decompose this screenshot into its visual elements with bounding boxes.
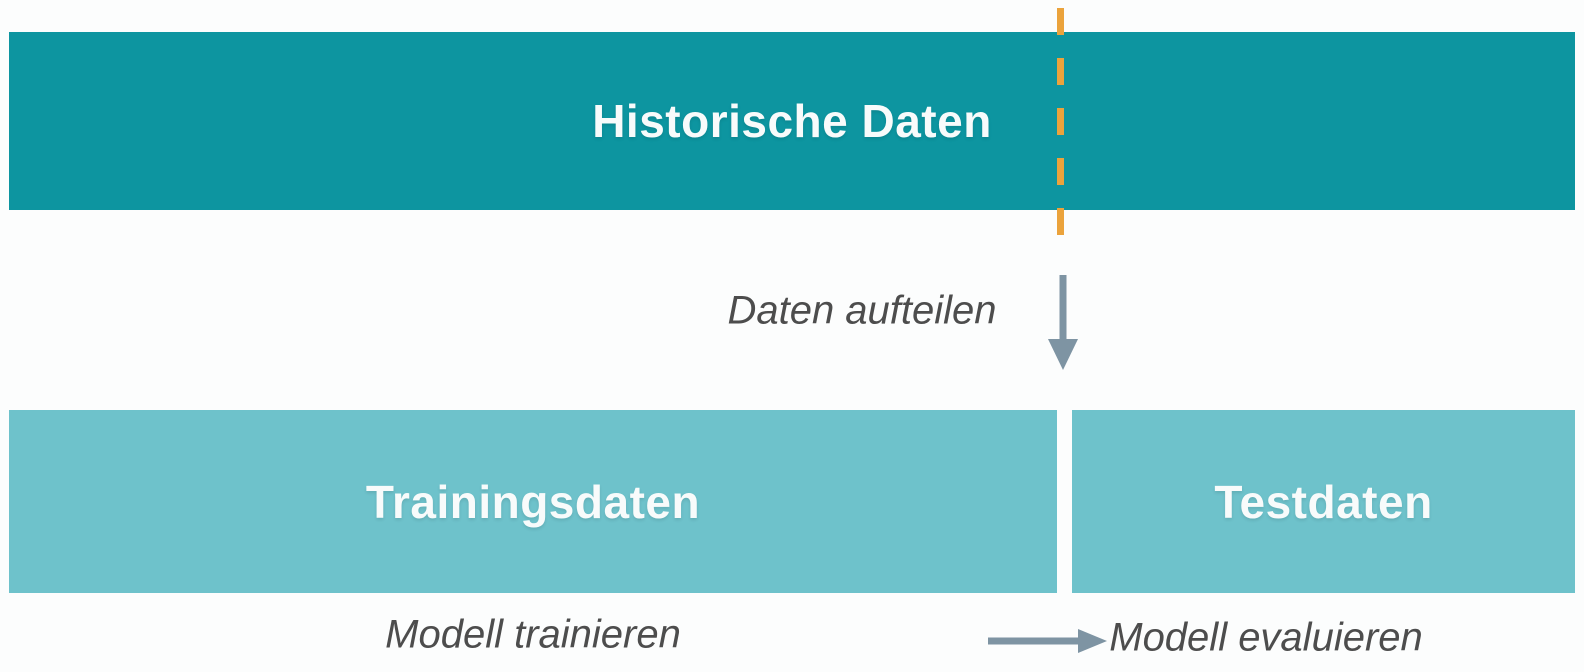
historical-data-bar: Historische Daten	[9, 32, 1575, 210]
evaluate-model-caption: Modell evaluieren	[1109, 615, 1423, 660]
test-data-label: Testdaten	[1214, 475, 1433, 528]
training-data-bar: Trainingsdaten	[9, 410, 1057, 593]
historical-data-label: Historische Daten	[592, 95, 992, 147]
training-data-label: Trainingsdaten	[365, 475, 701, 528]
test-data-bar: Testdaten	[1072, 410, 1575, 593]
arrow-down-icon	[1047, 275, 1079, 371]
split-divider-dashed-line-icon	[1057, 8, 1064, 236]
arrow-right-icon	[988, 629, 1108, 653]
train-model-caption: Modell trainieren	[385, 612, 681, 657]
split-caption: Daten aufteilen	[727, 288, 997, 333]
